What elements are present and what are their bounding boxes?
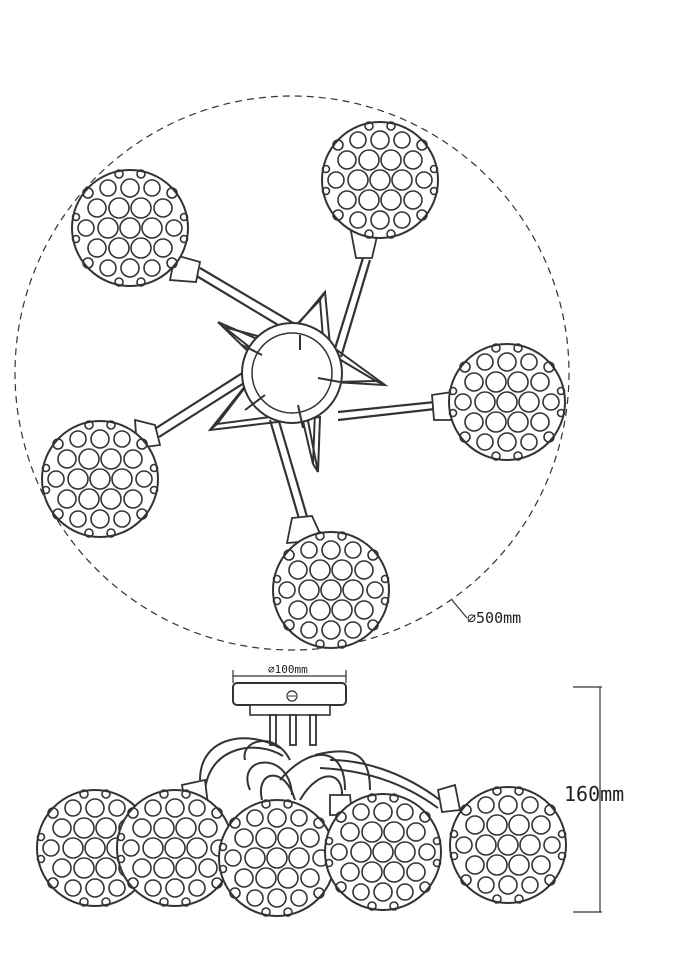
side-view: ⌀100mm	[36, 663, 624, 917]
overall-diameter-label: ⌀500mm	[467, 609, 521, 627]
overall-diameter-circle	[14, 95, 570, 651]
shade-ball	[218, 799, 336, 917]
canopy-dimension-line	[232, 670, 347, 683]
shade-ball	[71, 169, 189, 287]
shade-ball	[41, 420, 159, 538]
shade-ball	[321, 121, 439, 239]
side-arms	[199, 737, 441, 809]
height-label: 160mm	[564, 782, 624, 806]
shade-ball	[324, 793, 442, 911]
shade-ball	[116, 789, 234, 907]
arms	[152, 257, 436, 523]
rods	[269, 714, 317, 746]
diameter-leader	[451, 599, 468, 619]
top-view: ⌀500mm	[14, 95, 570, 651]
canopy-diameter-label: ⌀100mm	[268, 663, 308, 676]
screw-icon	[286, 690, 298, 702]
hub-stubs	[241, 335, 341, 429]
center-hub-inner	[251, 332, 333, 414]
shade-ball	[448, 343, 566, 461]
shade-ball	[272, 531, 390, 649]
height-dimension-line	[573, 686, 602, 913]
shade-ball	[449, 786, 567, 904]
canopy	[232, 682, 347, 706]
